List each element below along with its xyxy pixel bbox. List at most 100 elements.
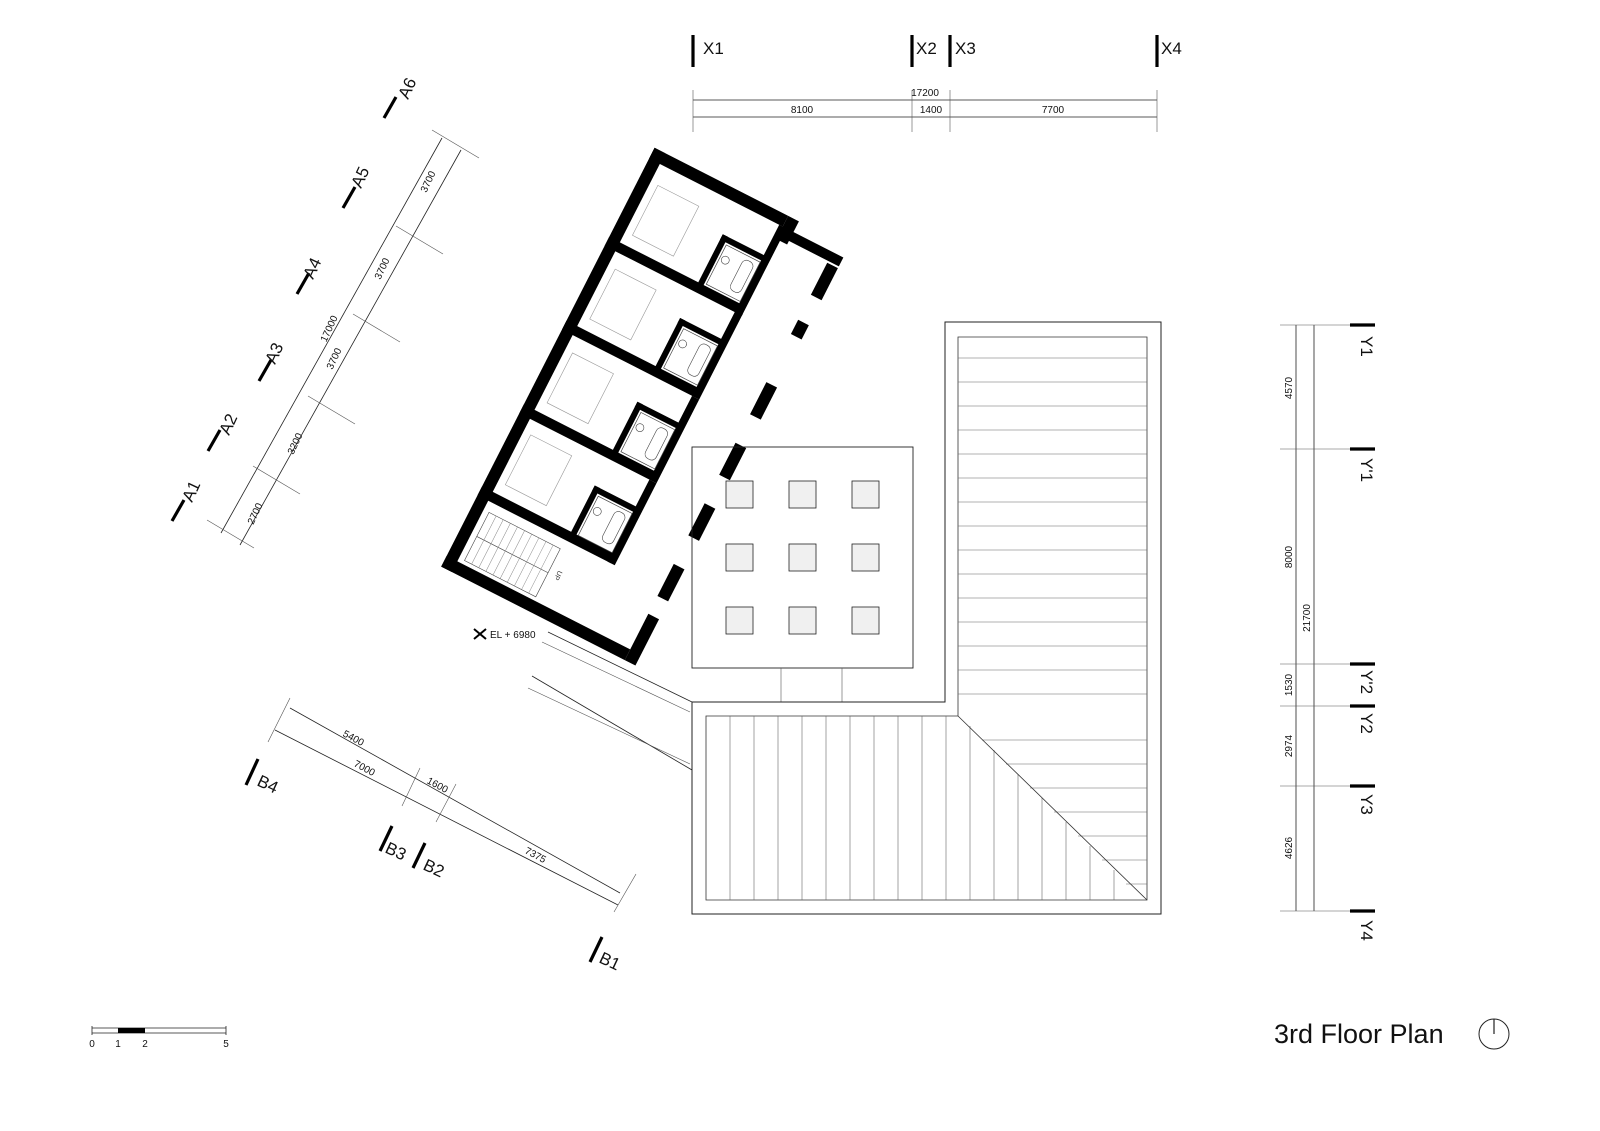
corridor-wall-segment	[657, 563, 685, 602]
grid-x-dimensions: X1 X2 X3 X4 17200 8100 1400 7700	[691, 35, 1182, 132]
skylight	[851, 543, 880, 572]
scale-tick-0: 0	[89, 1039, 95, 1050]
grid-b-dimensions: B4 B3 B2 B1 5400 7000 1600 7375	[244, 697, 637, 974]
grid-a-label-a5: A5	[347, 164, 373, 191]
skylight	[788, 480, 817, 509]
grid-y-label-y2: Y2	[1357, 713, 1376, 734]
grid-x-label-x4: X4	[1161, 39, 1182, 58]
grid-x-label-x2: X2	[916, 39, 937, 58]
roof-hip-line	[957, 715, 1148, 901]
grid-y-label-y-1: Y'1	[1357, 458, 1376, 482]
grid-x-label-x1: X1	[703, 39, 724, 58]
grid-y-total: 21700	[1302, 604, 1313, 632]
grid-b-marker-b4	[244, 758, 260, 786]
drawing-title: 3rd Floor Plan	[1274, 1019, 1444, 1049]
grid-a-span-2: 3200	[286, 431, 306, 456]
corridor-wall-segment	[624, 613, 660, 666]
room-divider-wall	[519, 404, 658, 482]
room-corridor-wall	[734, 224, 787, 316]
bathroom-3	[612, 401, 682, 470]
skylight	[725, 480, 754, 509]
grid-a-total: 17000	[319, 314, 341, 344]
room-corridor-wall	[649, 395, 700, 484]
bathroom-2	[654, 317, 725, 386]
grid-a-marker-a2	[206, 429, 222, 452]
wing-north-wall	[649, 147, 789, 227]
bathroom-4	[569, 485, 640, 554]
grid-b-label-b1: B1	[596, 948, 623, 974]
grid-b-marker-b1	[588, 936, 604, 963]
grid-a-marker-a1	[170, 499, 186, 522]
grid-b-label-b3: B3	[382, 838, 409, 864]
grid-a-span-1: 2700	[246, 501, 266, 526]
wing-north-return	[776, 215, 799, 245]
scale-tick-1: 1	[115, 1039, 121, 1050]
skylight	[725, 606, 754, 635]
scale-tick-2: 2	[142, 1039, 148, 1050]
corridor-wall-segment	[750, 382, 778, 420]
room-corridor-wall	[607, 479, 657, 566]
l-shaped-roof	[691, 321, 1162, 915]
stair-up-label: UP	[552, 569, 563, 581]
corridor-wall-segment	[790, 319, 809, 340]
skylight	[788, 543, 817, 572]
grid-y-label-y4: Y4	[1357, 920, 1376, 941]
grid-a-marker-a4	[295, 272, 311, 295]
grid-a-marker-a5	[341, 186, 357, 209]
skylight-roof	[691, 446, 914, 702]
grid-b-span-2: 1600	[425, 776, 450, 796]
elevation-marker: EL + 6980	[473, 628, 536, 641]
grid-x-total: 17200	[911, 88, 939, 99]
stair	[464, 511, 561, 598]
grid-a-span-5: 3700	[419, 169, 439, 194]
grid-y-label-y-2: Y'2	[1357, 670, 1376, 694]
bed-4	[504, 434, 573, 507]
skylight	[851, 480, 880, 509]
grid-y-label-y1: Y1	[1357, 336, 1376, 357]
grid-a-dimensions: A1 A2 A3 A4 A5 A6 2700 3200 3700 3700 37…	[170, 75, 480, 549]
bathroom-1	[697, 234, 768, 302]
grid-y-span-1: 4570	[1284, 376, 1295, 399]
grid-a-span-3: 3700	[325, 346, 345, 371]
skylight	[725, 543, 754, 572]
grid-y-dimensions: Y1 Y'1 Y'2 Y2 Y3 Y4 4570 8000 1530 2974 …	[1280, 323, 1376, 941]
grid-x-span-1: 8100	[791, 105, 814, 116]
room-corridor-wall	[692, 310, 743, 400]
grid-a-marker-a3	[257, 359, 273, 382]
scale-tick-5: 5	[223, 1039, 229, 1050]
grid-b-label-b2: B2	[420, 855, 447, 881]
bed-3	[546, 352, 614, 425]
wing-west-wall	[441, 147, 666, 573]
corridor-wall-segment	[688, 503, 716, 541]
grid-a-marker-a6	[382, 96, 398, 119]
grid-y-span-3: 1530	[1284, 673, 1295, 696]
guest-room-wing: UP	[441, 147, 844, 666]
scale-bar: 0 1 2 5	[89, 1026, 229, 1050]
bed-1	[632, 184, 700, 257]
grid-x-span-3: 7700	[1042, 105, 1065, 116]
grid-y-label-y3: Y3	[1357, 794, 1376, 815]
bridge-walkway	[527, 631, 693, 771]
grid-b-overall: 5400	[341, 729, 366, 749]
grid-b-label-b4: B4	[254, 771, 281, 797]
elevation-label: EL + 6980	[490, 630, 536, 641]
grid-a-label-a6: A6	[394, 75, 420, 102]
grid-x-span-2: 1400	[920, 105, 943, 116]
skylight	[788, 606, 817, 635]
room-divider-wall	[604, 236, 743, 314]
north-arrow-icon	[1478, 1018, 1510, 1050]
room-divider-wall	[561, 320, 701, 398]
skylight	[851, 606, 880, 635]
grid-y-span-2: 8000	[1284, 545, 1295, 568]
grid-y-span-4: 2974	[1284, 734, 1295, 757]
grid-b-marker-b2	[411, 842, 427, 869]
grid-a-label-a3: A3	[261, 340, 287, 367]
grid-y-span-5: 4626	[1284, 836, 1295, 859]
wing-south-wall	[441, 555, 631, 661]
corridor-end-wall	[787, 231, 844, 267]
grid-b-marker-b3	[378, 825, 394, 852]
corridor-wall-segment	[719, 442, 747, 481]
room-divider-wall	[477, 486, 616, 564]
grid-x-label-x3: X3	[955, 39, 976, 58]
